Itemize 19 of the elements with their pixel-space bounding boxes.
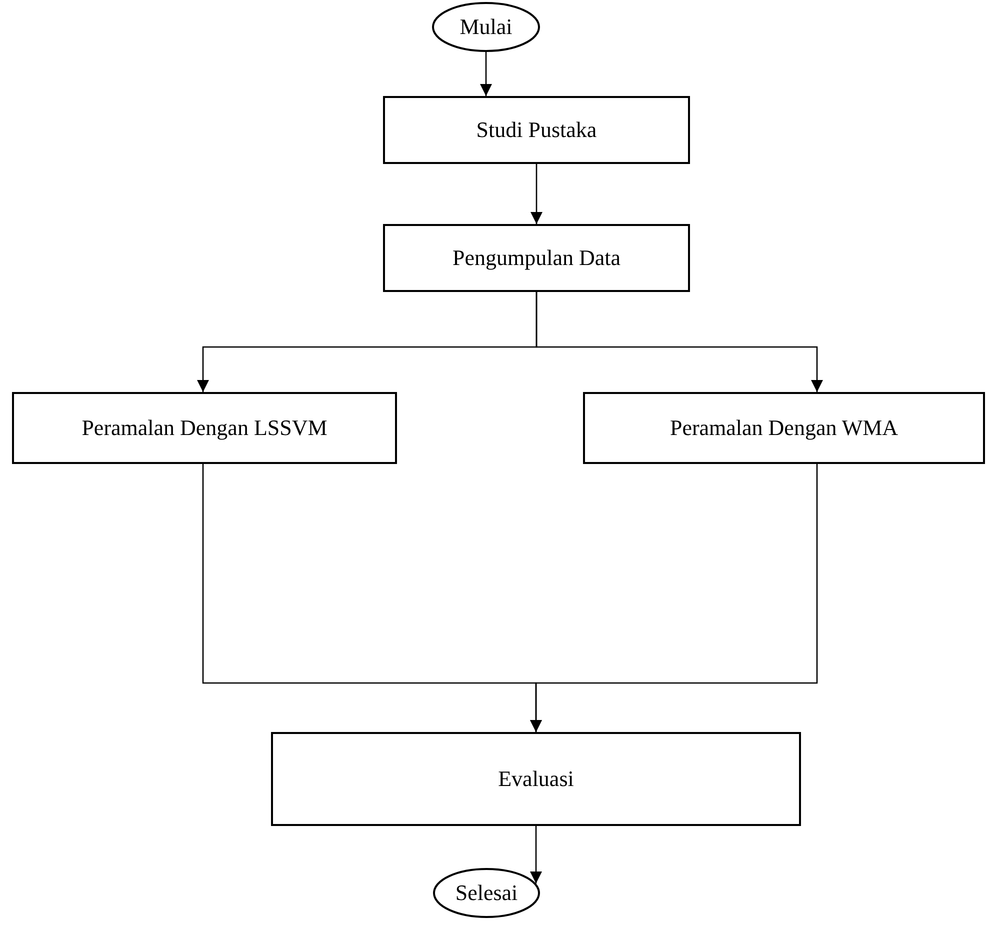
node-label: Evaluasi	[498, 766, 574, 792]
node-label: Selesai	[455, 880, 518, 906]
process-box	[12, 392, 397, 464]
arrow	[480, 52, 492, 96]
node-label: Peramalan Dengan LSSVM	[82, 415, 328, 441]
terminal-ellipse	[432, 2, 540, 52]
process-box	[271, 732, 801, 826]
arrow	[530, 826, 542, 884]
arrow	[530, 164, 542, 224]
node-label: Peramalan Dengan WMA	[670, 415, 898, 441]
process-box	[383, 224, 690, 292]
arrow	[536, 292, 823, 392]
process-box	[383, 96, 690, 164]
arrow	[530, 464, 818, 732]
process-box	[583, 392, 985, 464]
node-label: Pengumpulan Data	[452, 245, 621, 271]
node-label: Studi Pustaka	[476, 117, 597, 143]
terminal-ellipse	[433, 868, 540, 918]
node-label: Mulai	[460, 14, 512, 40]
